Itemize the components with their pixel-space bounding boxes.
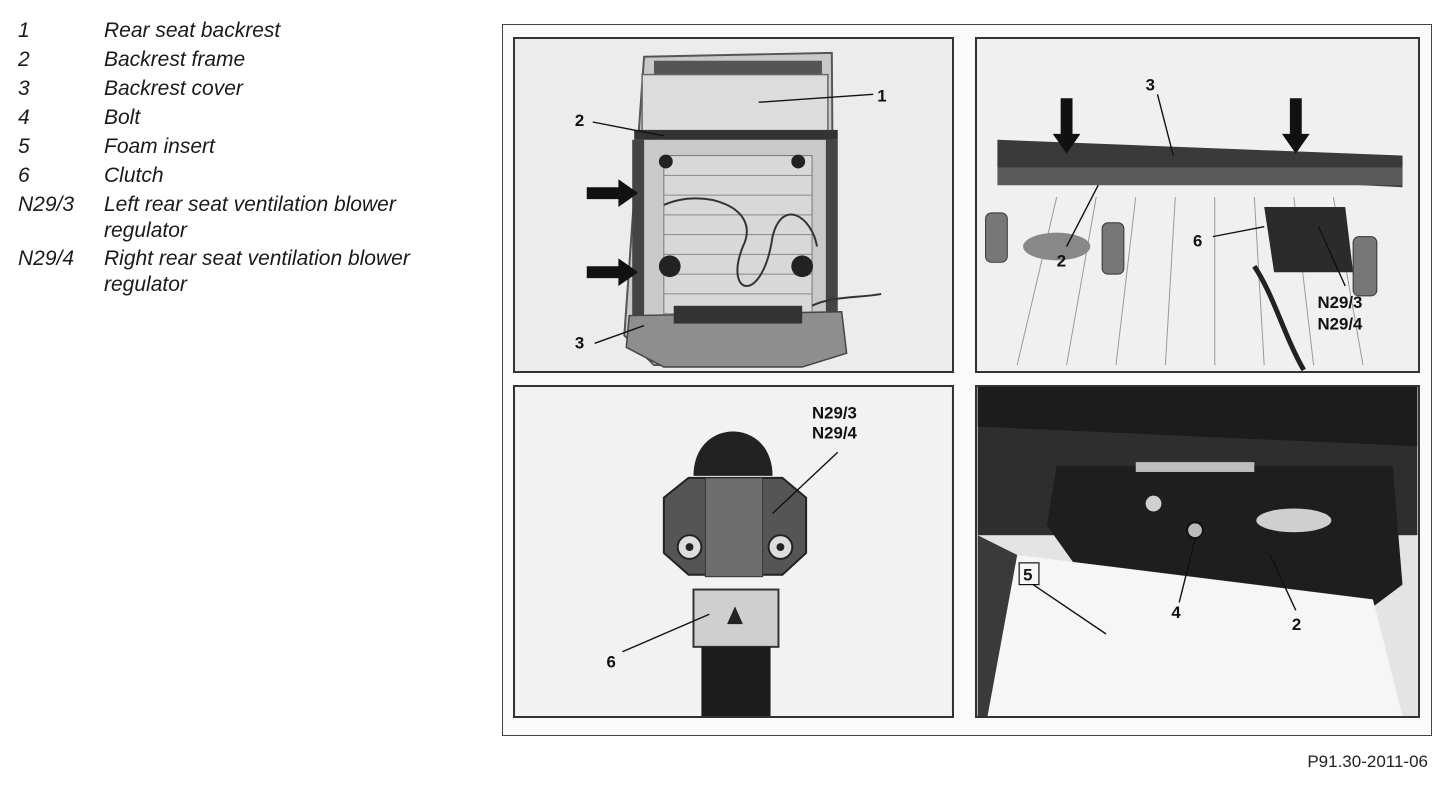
callout-label: N29/3 [812,404,857,423]
arrow-icon [1052,98,1081,154]
legend-key: 6 [18,164,30,187]
callout-label: N29/4 [1318,315,1363,334]
callout-label: N29/3 [1318,293,1363,312]
callout-label: 1 [877,86,886,105]
illustration-figure: 1 2 3 [502,24,1432,736]
panel-blower-regulator: N29/3 N29/4 6 [513,385,954,718]
parts-legend: 1 Rear seat backrest 2 Backrest frame 3 … [18,16,478,298]
legend-item-6: 6 Clutch [18,161,478,190]
legend-text: Bolt [104,106,141,129]
callout-label: 3 [1146,75,1155,94]
legend-text: Left rear seat ventilation blower regula… [104,193,396,242]
legend-text: Backrest cover [104,77,243,100]
legend-key: N29/3 [18,193,75,216]
arrow-icon [1281,98,1310,154]
legend-item-n29-4: N29/4 Right rear seat ventilation blower… [18,244,478,298]
legend-key: 1 [18,19,30,42]
arrow-icon [586,179,639,207]
panel-backrest-overview: 1 2 3 [513,37,954,373]
legend-key: N29/4 [18,247,75,270]
legend-item-2: 2 Backrest frame [18,45,478,74]
legend-item-5: 5 Foam insert [18,132,478,161]
legend-item-n29-3: N29/3 Left rear seat ventilation blower … [18,190,478,244]
bolt-detail-illustration: 5 4 2 [977,387,1418,716]
figure-reference-code: P91.30-2011-06 [1307,752,1428,771]
legend-item-1: 1 Rear seat backrest [18,16,478,45]
callout-label: 2 [1057,251,1066,270]
callout-label: 3 [575,333,584,352]
backrest-overview-illustration: 1 2 3 [515,39,952,371]
legend-key: 2 [18,48,30,71]
legend-item-3: 3 Backrest cover [18,74,478,103]
callout-label: N29/4 [812,423,857,442]
legend-text: Backrest frame [104,48,246,71]
blower-regulator-illustration: N29/3 N29/4 6 [515,387,952,716]
legend-key: 5 [18,135,30,158]
legend-text: Foam insert [104,135,215,158]
callout-label: 2 [575,111,584,130]
panel-bolt-detail: 5 4 2 [975,385,1420,718]
legend-text: Right rear seat ventilation blower regul… [104,247,410,296]
callout-label: 2 [1292,615,1301,634]
callout-label: 6 [607,653,616,672]
callout-label: 5 [1023,566,1032,585]
legend-key: 3 [18,77,30,100]
legend-text: Rear seat backrest [104,19,281,42]
callout-label: 6 [1193,232,1202,251]
callout-label: 4 [1171,603,1181,622]
legend-item-4: 4 Bolt [18,103,478,132]
panel-frame-detail: 3 2 6 N29/3 N29/4 [975,37,1420,373]
frame-detail-illustration: 3 2 6 N29/3 N29/4 [977,39,1418,371]
arrow-icon [586,258,639,287]
legend-text: Clutch [104,164,164,187]
legend-key: 4 [18,106,30,129]
